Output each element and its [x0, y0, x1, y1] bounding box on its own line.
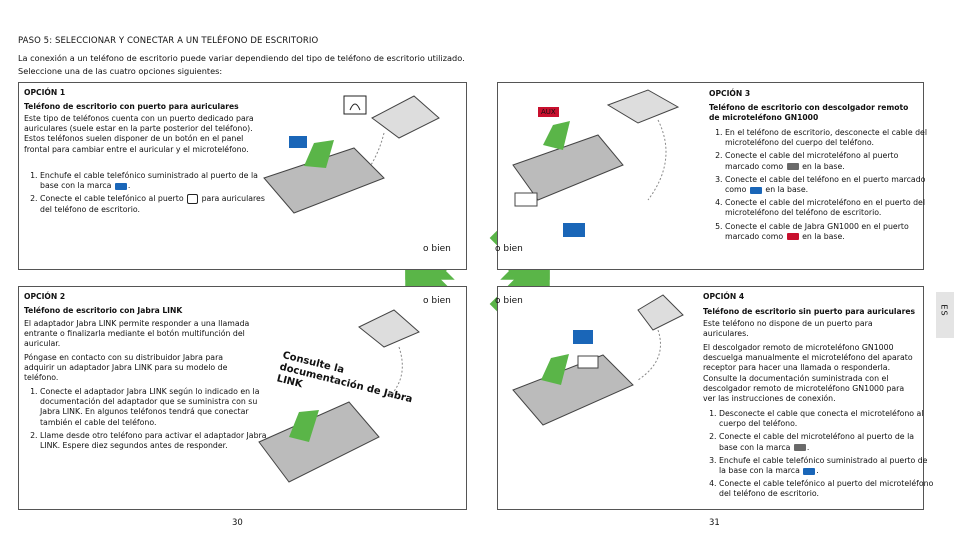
phone-marker-icon	[749, 186, 762, 194]
option-2-label: OPCIÓN 2	[24, 292, 66, 301]
or-label-bottom-left: o bien	[423, 296, 451, 306]
green-connect-arrow	[289, 410, 319, 442]
option-3-step-4: Conecte el cable del microteléfono en el…	[725, 198, 930, 218]
green-connect-arrow	[541, 354, 569, 385]
option-1-panel: OPCIÓN 1 Teléfono de escritorio con puer…	[18, 82, 467, 270]
option-1-body: Este tipo de teléfonos cuenta con un pue…	[24, 114, 254, 154]
option-2-body-2: Póngase en contacto con su distribuidor …	[24, 353, 228, 383]
option-1-step-2: Conecte el cable telefónico al puerto pa…	[40, 194, 265, 214]
base-unit-icon	[512, 134, 624, 201]
option-2-steps: Conecte el adaptador Jabra LINK según lo…	[24, 387, 270, 454]
option-4-label: OPCIÓN 4	[703, 292, 745, 301]
option-2-step-2: Llame desde otro teléfono para activar e…	[40, 431, 270, 451]
option-4-body-2: El descolgador remoto de microteléfono G…	[703, 343, 913, 404]
headset-icon	[343, 95, 367, 115]
option-1-steps: Enchufe el cable telefónico suministrado…	[24, 171, 265, 218]
aux-tag: AUX	[538, 107, 559, 117]
option-4-step-1: Desconecte el cable que conecta el micro…	[719, 409, 934, 429]
option-3-step-1: En el teléfono de escritorio, desconecte…	[725, 128, 930, 148]
option-3-step-5: Conecte el cable de Jabra GN1000 en el p…	[725, 222, 930, 242]
option-3-label: OPCIÓN 3	[709, 89, 751, 98]
option-4-step-3: Enchufe el cable telefónico suministrado…	[719, 456, 934, 476]
or-label-top-right: o bien	[495, 244, 523, 254]
language-tab-label: ES	[939, 304, 949, 317]
intro-line-1: La conexión a un teléfono de escritorio …	[18, 53, 465, 63]
phone-marker-icon	[803, 467, 816, 475]
base-unit-icon	[512, 354, 634, 426]
desk-phone-icon	[358, 309, 420, 348]
option-1-label: OPCIÓN 1	[24, 88, 66, 97]
option-2-panel: OPCIÓN 2 Teléfono de escritorio con Jabr…	[18, 286, 467, 510]
option-3-subtitle: Teléfono de escritorio con descolgador r…	[709, 103, 909, 122]
page-number-left: 30	[232, 518, 243, 528]
headset-port-icon	[187, 194, 199, 205]
option-4-steps: Desconecte el cable que conecta el micro…	[703, 409, 934, 503]
desk-phone-icon	[371, 95, 440, 139]
option-4-body-1: Este teléfono no dispone de un puerto pa…	[703, 319, 873, 339]
option-3-panel: OPCIÓN 3 Teléfono de escritorio con desc…	[497, 82, 927, 270]
desk-phone-icon	[606, 89, 680, 124]
or-label-bottom-right: o bien	[495, 296, 523, 306]
option-4-subtitle: Teléfono de escritorio sin puerto para a…	[703, 307, 916, 316]
option-1-subtitle: Teléfono de escritorio con puerto para a…	[24, 102, 239, 111]
option-1-illustration	[263, 95, 440, 214]
green-connect-arrow	[304, 140, 334, 168]
option-4-step-2: Conecte el cable del microteléfono al pu…	[719, 432, 934, 452]
blue-phone-label-icon	[289, 136, 307, 148]
option-2-step-1: Conecte el adaptador Jabra LINK según lo…	[40, 387, 270, 428]
blue-phone-label-icon	[573, 330, 593, 344]
option-4-illustration	[512, 294, 684, 426]
option-3-steps: En el teléfono de escritorio, desconecte…	[709, 128, 930, 245]
green-connect-arrow	[543, 121, 570, 150]
language-tab: ES	[936, 292, 954, 338]
base-unit-icon	[258, 401, 380, 483]
aux-marker-icon	[786, 233, 799, 241]
handset-label-icon	[577, 355, 599, 369]
option-3-step-2: Conecte el cable del microteléfono al pu…	[725, 151, 930, 171]
intro-line-2: Seleccione una de las cuatro opciones si…	[18, 66, 223, 76]
step-title: PASO 5: SELECCIONAR Y CONECTAR A UN TELÉ…	[18, 36, 319, 46]
desk-phone-icon	[637, 294, 684, 331]
option-2-subtitle: Teléfono de escritorio con Jabra LINK	[24, 306, 183, 315]
page-number-right: 31	[709, 518, 720, 528]
option-2-body-1: El adaptador Jabra LINK permite responde…	[24, 319, 250, 349]
handset-label-icon	[514, 192, 538, 207]
option-4-panel: OPCIÓN 4 Teléfono de escritorio sin puer…	[497, 286, 933, 510]
blue-phone-label-icon	[563, 223, 585, 237]
handset-marker-icon	[793, 444, 806, 452]
option-3-illustration	[512, 89, 680, 237]
or-label-top-left: o bien	[423, 244, 451, 254]
option-4-step-4: Conecte el cable telefónico al puerto de…	[719, 479, 934, 499]
intro-text: La conexión a un teléfono de escritorio …	[18, 52, 478, 78]
option-3-step-3: Conecte el cable del teléfono en el puer…	[725, 175, 930, 195]
option-1-step-1: Enchufe el cable telefónico suministrado…	[40, 171, 265, 191]
handset-marker-icon	[786, 163, 799, 171]
option-2-illustration	[258, 309, 420, 483]
phone-marker-icon	[114, 182, 127, 190]
